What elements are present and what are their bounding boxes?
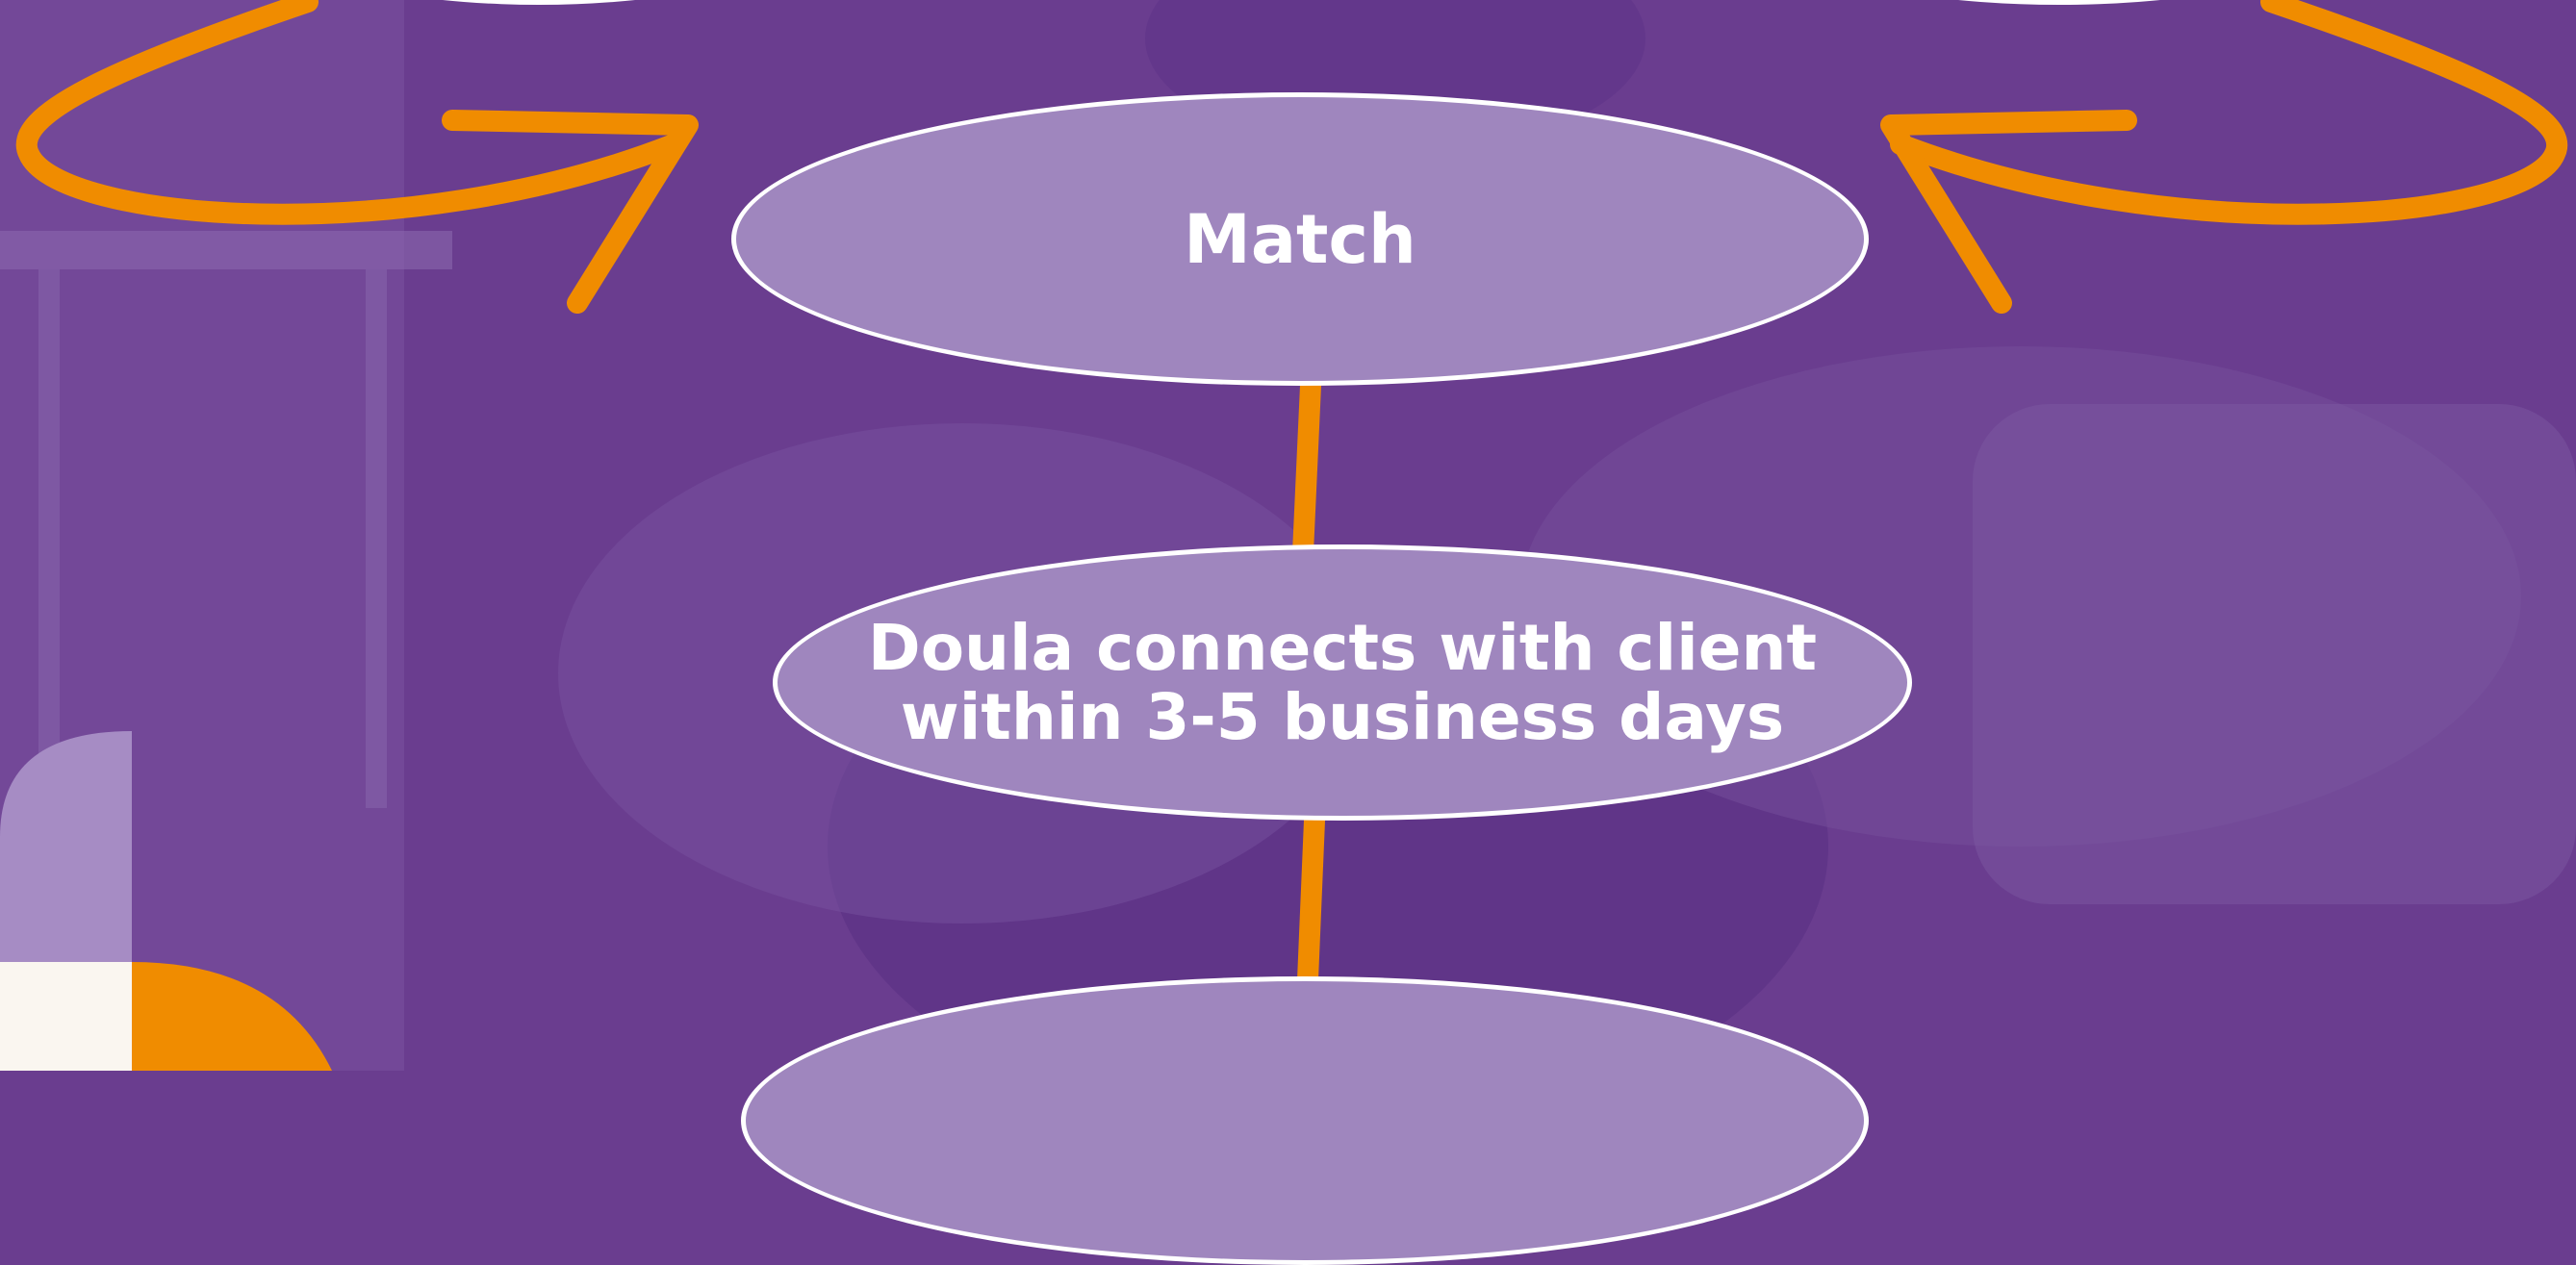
curved-arrow-left-head <box>442 110 699 314</box>
match-node: Match <box>731 92 1869 386</box>
match-label: Match <box>1184 199 1416 279</box>
bottom-step-node <box>741 976 1869 1265</box>
curved-arrow-right-head <box>1880 110 2137 314</box>
connect-label-line-2: within 3-5 business days <box>900 679 1785 754</box>
connect-node: Doula connects with client within 3-5 bu… <box>773 544 1912 821</box>
curved-arrow-right-icon <box>1890 0 2567 225</box>
connect-label-line-1: Doula connects with client <box>867 610 1818 685</box>
curved-arrow-left-icon <box>15 0 684 225</box>
